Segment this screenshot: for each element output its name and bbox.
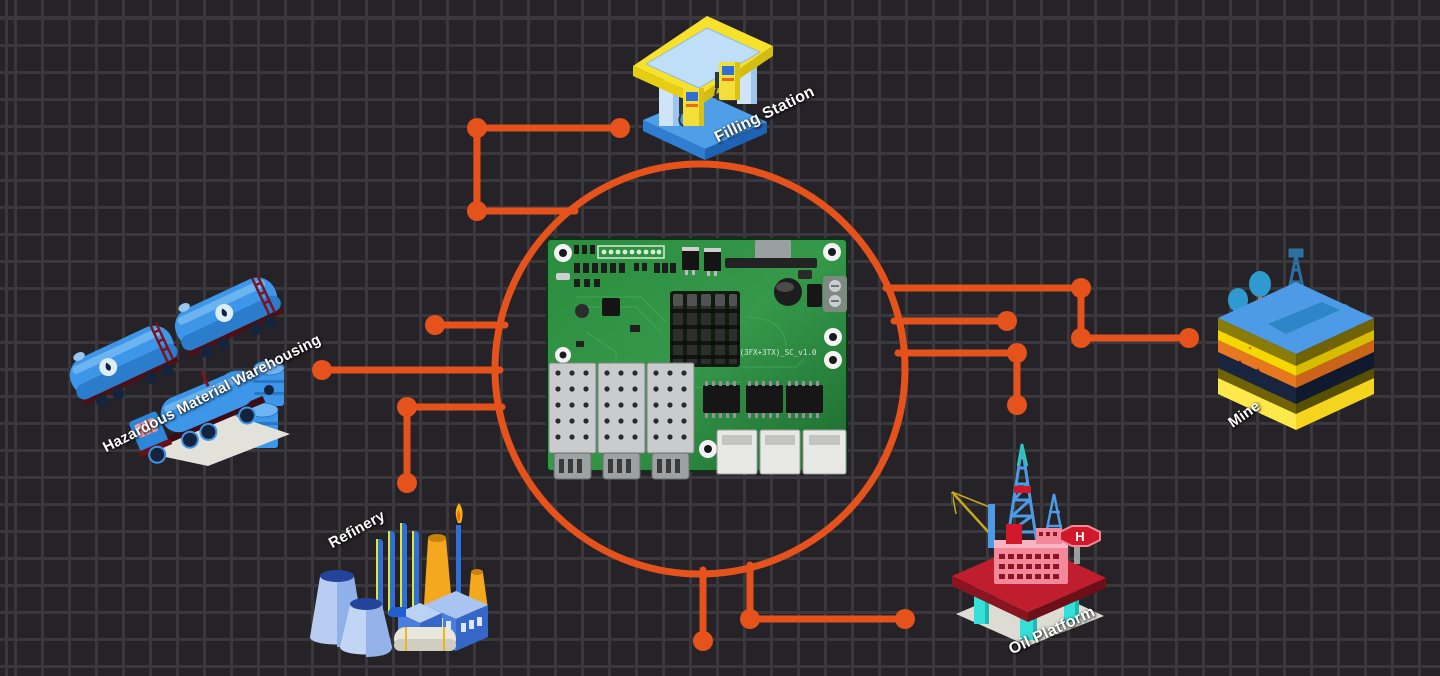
pcb-sfp-cages [548,362,695,480]
pcb-silkscreen-label: (3FX+3TX)_SC_v1.0 [740,348,817,357]
node-dot [740,609,760,629]
pcb-mosfets [682,247,721,276]
crane [951,491,995,548]
hazardous-material-warehousing-icon [69,274,290,466]
node-dot [425,315,445,335]
flare-stack [455,503,463,609]
pcb-terminal-block [823,276,847,312]
tanker-truck [129,371,290,466]
pcb-inductor-sheen [776,282,794,292]
node-dot [693,631,713,651]
helipad: H [1059,525,1101,564]
pipes [376,523,419,617]
orange-chimney [424,536,452,605]
pcb-silkscreen-box [597,245,665,259]
node-dot [397,473,417,493]
node-dot [397,397,417,417]
node-dot [467,201,487,221]
platform-decks [952,524,1106,622]
connector-right-lower [894,349,1021,409]
pcb-passive [630,325,640,332]
pcb-heatsink [670,291,740,367]
node-dot [895,609,915,629]
oil-platform-icon: H [951,443,1106,646]
strata-right [1296,318,1374,430]
connector-dots [312,118,1199,651]
pcb-passive [576,341,584,347]
helipad-letter: H [1075,529,1084,544]
connector-oil-platform [746,561,909,623]
fuel-pump [678,88,704,127]
pcb-rj45-ports [716,429,847,475]
pcb-inductor [774,278,802,306]
node-dot [1179,328,1199,348]
fuel-pump [714,62,740,101]
connector-filling-station [473,124,624,215]
pcb-connector [755,240,791,261]
pcb-small-cap [575,304,589,318]
mine-icon [1218,248,1374,430]
pcb-silkscreen-dots [601,249,662,255]
filling-station-icon [633,16,773,160]
strata-left [1218,318,1296,430]
strata-speckles [1238,346,1358,382]
node-dot [1007,395,1027,415]
refinery-icon [310,503,488,657]
node-dot [997,311,1017,331]
pcb-qfn-chip [602,298,620,316]
node-dot [1071,278,1091,298]
tank-cars [69,274,284,407]
storage-tank [394,627,456,651]
pcb-transformers [703,381,823,418]
connector-refinery [403,403,506,487]
pcb-ic [807,284,822,307]
pcb-board-image: (3FX+3TX)_SC_v1.0 [546,238,848,480]
pcb-header-bar [725,258,817,268]
node-dot [1007,343,1027,363]
connector-mine [882,284,1193,342]
node-dot [610,118,630,138]
node-dot [312,360,332,380]
node-dot [467,118,487,138]
cooling-tower [340,598,392,657]
pcb-passives [556,245,676,287]
pcb-cap [798,270,812,279]
node-dot [1071,328,1091,348]
